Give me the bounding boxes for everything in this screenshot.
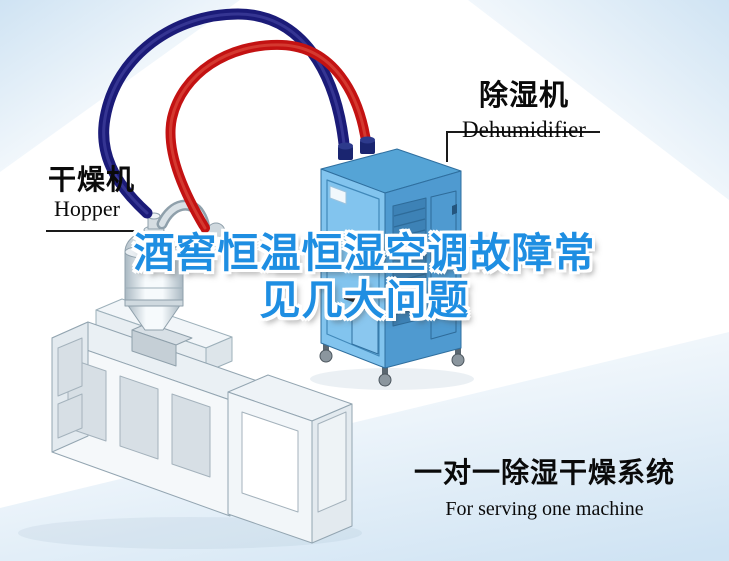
side-door-hinge-top [452,204,457,215]
base-panel-3 [171,393,211,478]
hopper-blower [190,232,214,260]
hopper-leader-line [46,230,163,255]
footer-caption-en: For serving one machine [445,498,644,520]
hopper-label-en: Hopper [54,196,120,221]
caster-wheel-left [319,349,333,363]
cabinet-panel-right [317,411,347,513]
side-door-hinge-bottom [452,294,457,305]
footer-caption-cn: 一对一除湿干燥系统 [413,456,675,489]
front-access-door [351,304,379,355]
red-hose-fitting-top [360,136,375,144]
blue-hose-fitting-top [338,142,353,150]
hopper-body [124,251,184,301]
headline-line-1: 酒窖恒温恒湿空调故障常 [133,229,596,277]
end-panel-1 [57,337,83,397]
headline-line-2: 见几大问题 [259,276,470,324]
red-hose-highlight [168,43,369,230]
dehumidifier-label-cn: 除湿机 [478,78,569,112]
hopper-flange [124,244,184,260]
dehumidifier-shadow [310,368,474,390]
dehumidifier-label-en: Dehumidifier [462,117,586,142]
caster-stem-right [455,346,461,356]
dehumidifier-machine [319,148,465,387]
side-vent-grille [392,197,427,327]
footer-caption: 一对一除湿干燥系统 For serving one machine [392,451,697,521]
wash-bottom [0,332,729,561]
caster-stem-front [382,366,388,376]
dehumidifier-label: 除湿机 Dehumidifier [438,72,610,143]
front-inset-panel [326,179,380,357]
wash-top-right [468,0,729,200]
side-door-handle [434,260,438,270]
headline: 酒窖恒温恒湿空调故障常 见几大问题 [0,230,729,324]
hopper-label-cn: 干燥机 [48,163,136,196]
side-door [430,190,457,340]
dehumidifier-leader-line [446,131,600,162]
extruder-machine [51,298,353,544]
front-tag [344,293,356,303]
red-hose-fitting [360,140,375,154]
front-sticker [329,185,347,205]
caster-wheel-front [378,373,392,387]
feed-throat-front [131,329,177,367]
base-panel-2 [119,375,159,460]
vent-slats [393,207,426,316]
hose-fittings [338,136,375,160]
blue-hose-fitting [338,146,353,160]
caster-stem-left [323,342,329,352]
caster-wheel-right [451,353,465,367]
cabinet-panel-front [241,411,299,513]
end-panel-2 [57,393,83,439]
